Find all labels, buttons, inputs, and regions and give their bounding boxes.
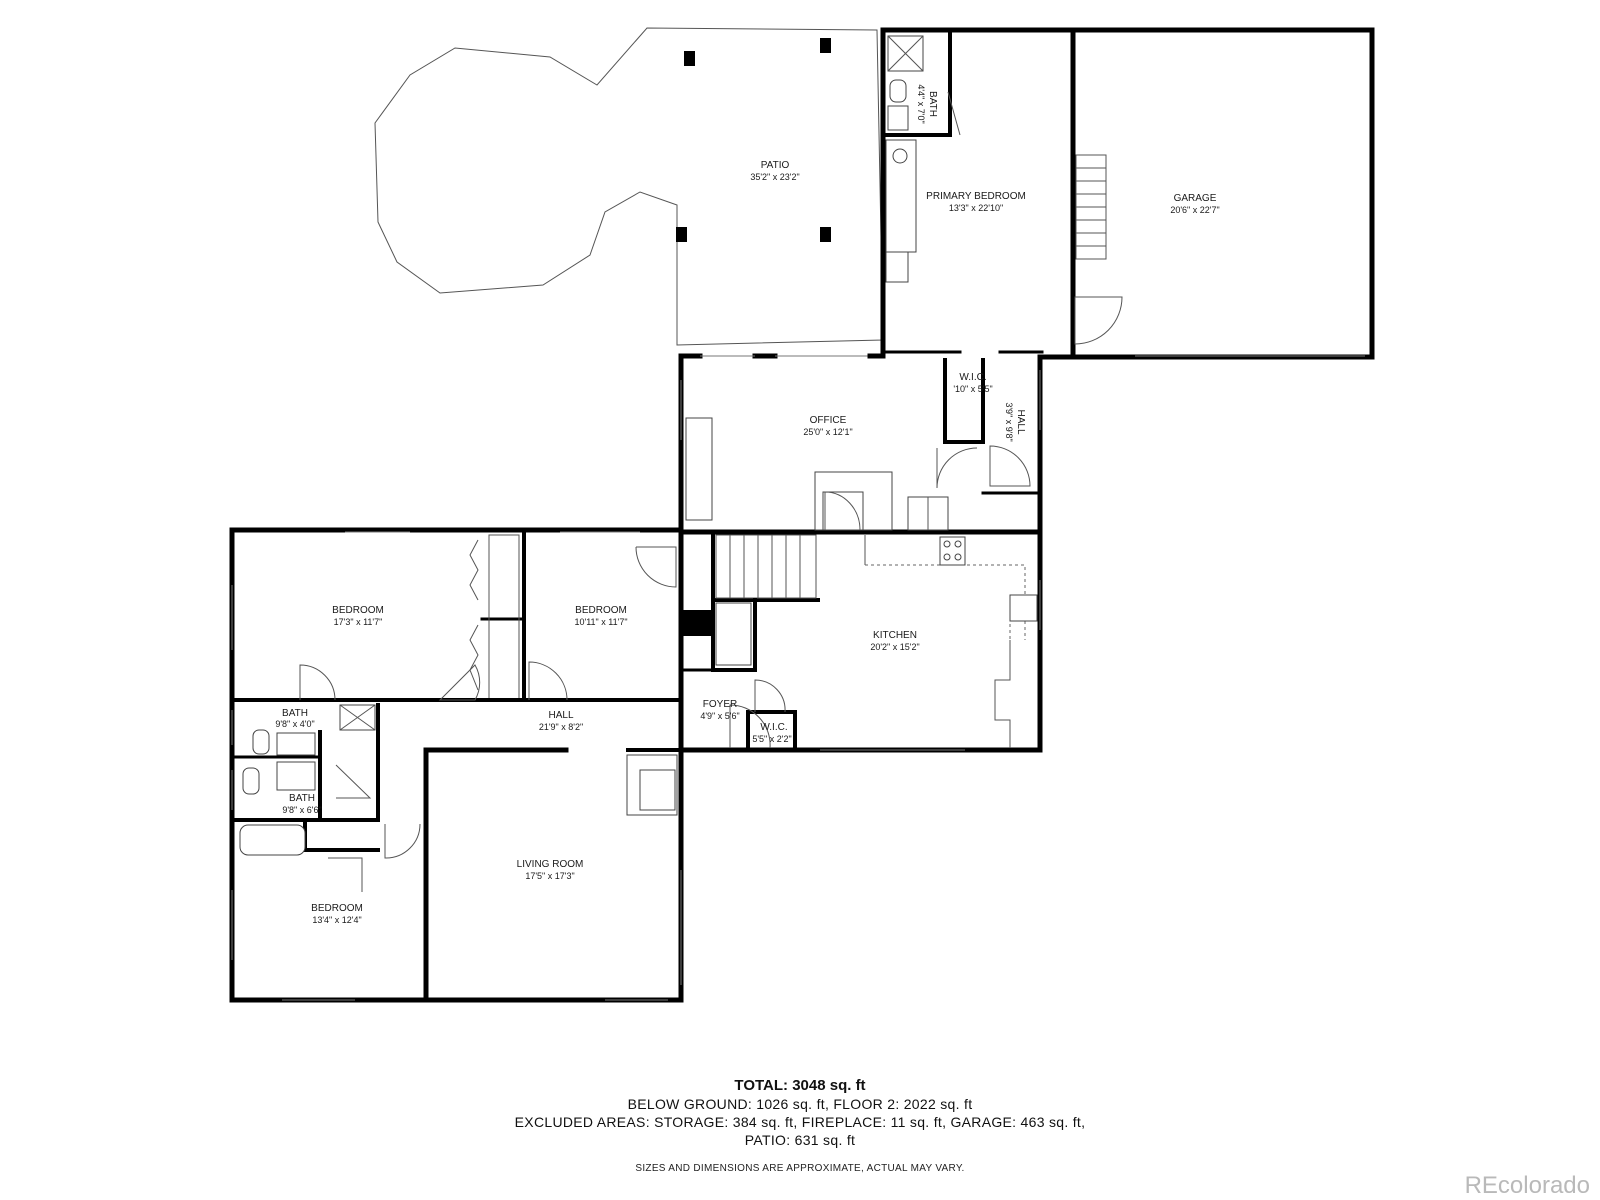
label-hall-upper-dim: 3'9" x 9'8" bbox=[1004, 402, 1014, 441]
label-bath-2-dim: 9'8" x 6'6" bbox=[282, 805, 321, 815]
excluded-areas: EXCLUDED AREAS: STORAGE: 384 sq. ft, FIR… bbox=[514, 1114, 1086, 1130]
label-garage-name: GARAGE bbox=[1174, 193, 1217, 204]
main-stair bbox=[711, 533, 820, 602]
patio-area bbox=[374, 27, 884, 346]
label-primary-bedroom-dim: 13'3" x 22'10" bbox=[949, 203, 1003, 213]
label-kitchen-name: KITCHEN bbox=[873, 630, 917, 641]
label-bedroom-1-dim: 17'3" x 11'7" bbox=[334, 617, 383, 627]
total-area: TOTAL: 3048 sq. ft bbox=[734, 1077, 866, 1094]
label-bedroom-2-dim: 10'11" x 11'7" bbox=[574, 617, 627, 627]
label-bath-primary-name: BATH bbox=[927, 91, 938, 117]
label-hall-upper-name: HALL bbox=[1015, 409, 1026, 434]
walls-lower bbox=[229, 527, 1043, 1003]
label-hall-dim: 21'9" x 8'2" bbox=[539, 722, 583, 732]
label-hall-name: HALL bbox=[548, 710, 573, 721]
label-bedroom-3-dim: 13'4" x 12'4" bbox=[312, 915, 361, 925]
watermark-logo: REcolorado bbox=[1464, 1172, 1590, 1199]
label-patio-name: PATIO bbox=[761, 160, 790, 171]
label-living-room-dim: 17'5" x 17'3" bbox=[525, 871, 574, 881]
walls-upper bbox=[880, 27, 1375, 360]
label-living-room-name: LIVING ROOM bbox=[517, 859, 584, 870]
label-office-dim: 25'0" x 12'1" bbox=[803, 427, 852, 437]
label-wic-upper-dim: '10" x 5'5" bbox=[953, 384, 992, 394]
label-wic-lower-dim: 5'5" x 2'2" bbox=[752, 734, 791, 744]
label-bath-2-name: BATH bbox=[289, 793, 315, 804]
label-patio-dim: 35'2" x 23'2" bbox=[750, 172, 799, 182]
label-foyer-name: FOYER bbox=[703, 699, 737, 710]
label-primary-bedroom-name: PRIMARY BEDROOM bbox=[926, 191, 1026, 202]
label-office-name: OFFICE bbox=[810, 415, 847, 426]
area-summary: TOTAL: 3048 sq. ft BELOW GROUND: 1026 sq… bbox=[0, 1076, 1600, 1149]
garage-stair bbox=[1075, 154, 1107, 260]
label-kitchen-dim: 20'2" x 15'2" bbox=[870, 642, 919, 652]
label-garage-dim: 20'6" x 22'7" bbox=[1170, 205, 1219, 215]
label-bedroom-2-name: BEDROOM bbox=[575, 605, 627, 616]
disclaimer: SIZES AND DIMENSIONS ARE APPROXIMATE, AC… bbox=[635, 1163, 965, 1174]
label-bath-1-name: BATH bbox=[282, 708, 308, 719]
label-wic-upper-name: W.I.C. bbox=[959, 372, 986, 383]
label-bedroom-1-name: BEDROOM bbox=[332, 605, 384, 616]
walls-office bbox=[678, 353, 1043, 535]
label-wic-lower-name: W.I.C. bbox=[760, 722, 787, 733]
label-foyer-dim: 4'9" x 5'6" bbox=[700, 711, 739, 721]
label-bath-primary-dim: 4'4" x 7'0" bbox=[916, 84, 926, 123]
room-labels: PATIO 35'2" x 23'2" PRIMARY BEDROOM 13'3… bbox=[275, 84, 1219, 925]
label-bath-1-dim: 9'8" x 4'0" bbox=[275, 719, 314, 729]
patio-area-text: PATIO: 631 sq. ft bbox=[744, 1132, 856, 1148]
area-breakdown: BELOW GROUND: 1026 sq. ft, FLOOR 2: 2022… bbox=[627, 1096, 973, 1112]
label-bedroom-3-name: BEDROOM bbox=[311, 903, 363, 914]
